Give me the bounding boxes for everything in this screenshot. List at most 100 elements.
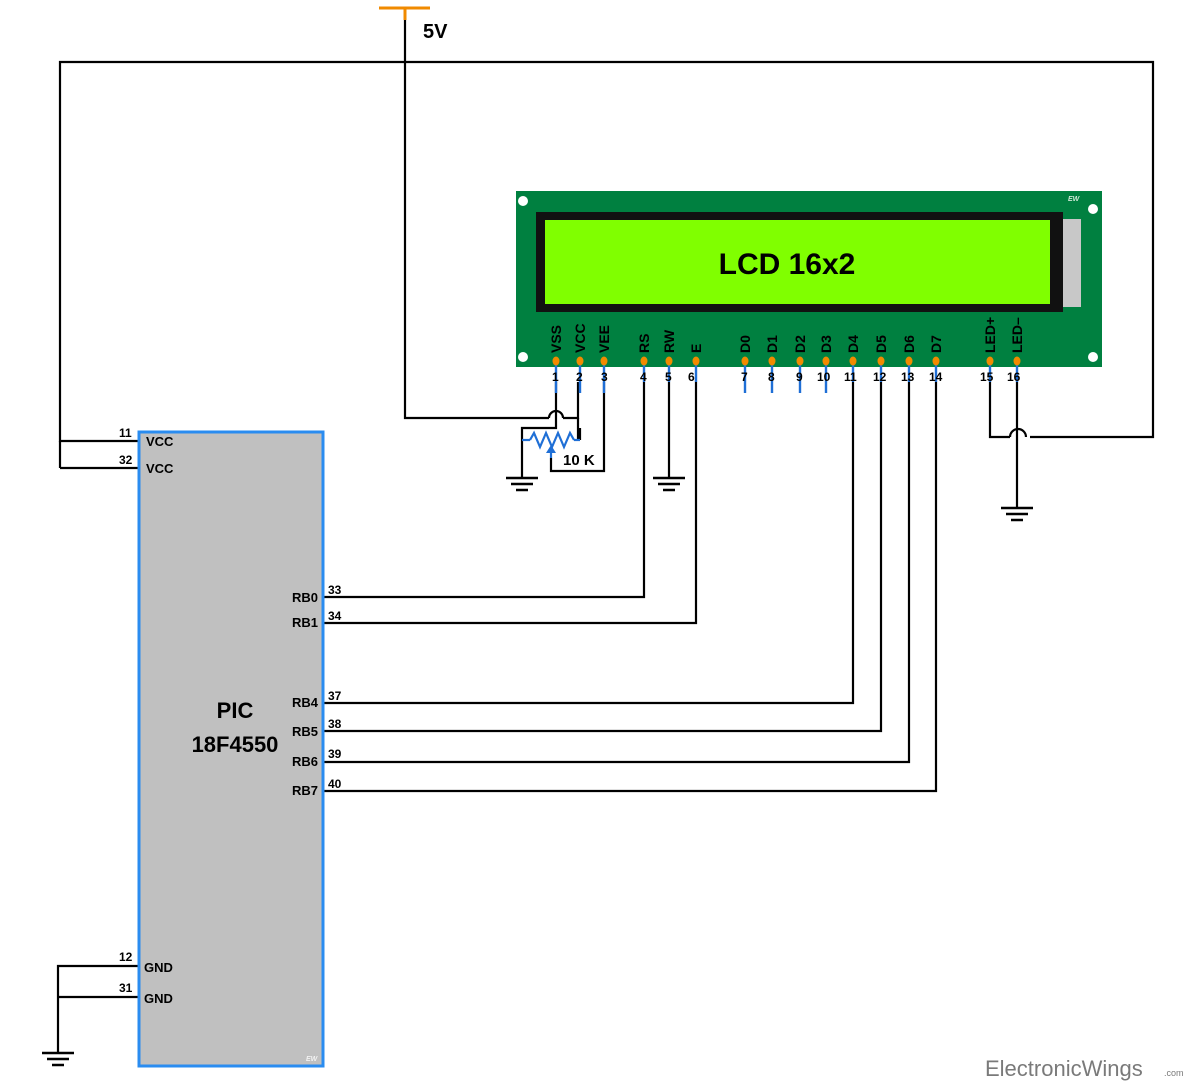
lcd-pin-name: D4 bbox=[845, 335, 861, 353]
lcd-pin-tip bbox=[796, 356, 804, 366]
lcd-pin-number: 14 bbox=[929, 370, 943, 384]
wires bbox=[56, 20, 1155, 1053]
lcd-pin-number: 11 bbox=[844, 370, 857, 384]
lcd-pin-tip bbox=[932, 356, 940, 366]
lcd-pin-name: LED+ bbox=[982, 317, 998, 353]
lcd-pin-name: RS bbox=[636, 334, 652, 353]
wire-top-rail bbox=[58, 60, 1155, 443]
lcd-pin-name: E bbox=[688, 344, 704, 353]
lcd-module: EW LCD 16x2 VSS1VCC2VEE3RS4RW5E6D07D18D2… bbox=[516, 191, 1102, 393]
lcd-pin-tip bbox=[768, 356, 776, 366]
pot-resistor-icon bbox=[529, 430, 575, 450]
lcd-pin-tip bbox=[905, 356, 913, 366]
mcu-pin-name: GND bbox=[144, 960, 173, 975]
mcu-pin-number: 39 bbox=[328, 747, 342, 761]
mcu-pin-number: 40 bbox=[328, 777, 342, 791]
wire-gnd12 bbox=[56, 964, 139, 1053]
ground-icon bbox=[653, 476, 685, 492]
5v-supply: 5V bbox=[379, 6, 448, 43]
potentiometer: 10 K bbox=[522, 430, 595, 469]
lcd-pin-name: D6 bbox=[901, 335, 917, 353]
lcd-pin-tip bbox=[576, 356, 584, 366]
wire-vcc-pin bbox=[563, 382, 580, 420]
lcd-screen bbox=[545, 220, 1050, 304]
lcd-pin-number: 8 bbox=[768, 370, 775, 384]
supply-label: 5V bbox=[423, 21, 448, 43]
lcd-pin-tip bbox=[692, 356, 700, 366]
lcd-pin-name: D5 bbox=[873, 335, 889, 353]
wire-vee bbox=[549, 382, 606, 473]
lcd-pin-number: 1 bbox=[552, 370, 559, 384]
lcd-pin-number: 13 bbox=[901, 370, 915, 384]
wire-d6-rb6 bbox=[322, 382, 911, 764]
lcd-pin-number: 3 bbox=[601, 370, 608, 384]
lcd-title: LCD 16x2 bbox=[719, 248, 856, 281]
ground-symbols bbox=[42, 476, 1033, 1067]
mcu-pin-name: RB0 bbox=[292, 590, 318, 605]
mcu-badge: EW bbox=[306, 1056, 319, 1063]
ground-icon bbox=[42, 1051, 74, 1067]
lcd-pin-name: LED– bbox=[1009, 317, 1025, 353]
lcd-pins: VSS 1 VCC 2 VEE 3 RS 4 RW 5 E 6 D0 7 D1 8 D2 9 D3 10 D4 11 D5 1… bbox=[548, 317, 1025, 393]
ground-icon bbox=[506, 476, 538, 492]
lcd-pin-name: VSS bbox=[548, 325, 564, 353]
lcd-pin-tip bbox=[741, 356, 749, 366]
lcd-pin-name: D1 bbox=[764, 335, 780, 353]
wire-d4-rb4 bbox=[322, 382, 855, 705]
lcd-pin-name: D3 bbox=[818, 335, 834, 353]
mcu-pin-number: 12 bbox=[119, 950, 133, 964]
mcu-pin-name: RB5 bbox=[292, 724, 318, 739]
mcu-pin-name: GND bbox=[144, 991, 173, 1006]
lcd-pin-tip bbox=[1013, 356, 1021, 366]
lcd-pin-number: 6 bbox=[688, 370, 695, 384]
lcd-pin-tip bbox=[877, 356, 885, 366]
mcu-name-line2: 18F4550 bbox=[192, 732, 279, 757]
ground-icon bbox=[1001, 506, 1033, 522]
lcd-mount-hole bbox=[1088, 352, 1098, 362]
pic-mcu: PIC 18F4550 EW 11 VCC 32 VCC RB0 33 RB1 … bbox=[119, 426, 342, 1068]
wire-d7-rb7 bbox=[322, 382, 938, 793]
lcd-pin-name: D0 bbox=[737, 335, 753, 353]
wire-led-plus bbox=[988, 382, 1010, 439]
wire-5v-to-vcc bbox=[403, 20, 549, 420]
lcd-pin-tip bbox=[822, 356, 830, 366]
lcd-pin-number: 5 bbox=[665, 370, 672, 384]
wire-rs-rb0 bbox=[322, 382, 646, 599]
mcu-name-line1: PIC bbox=[217, 698, 254, 723]
mcu-pin-name: RB4 bbox=[292, 695, 319, 710]
lcd-pin-number: 9 bbox=[796, 370, 803, 384]
watermark-brand: ElectronicWings bbox=[985, 1056, 1143, 1081]
mcu-pin-name: VCC bbox=[146, 461, 174, 476]
mcu-pin-name: RB6 bbox=[292, 754, 318, 769]
pot-label: 10 K bbox=[563, 452, 595, 469]
lcd-pin-tip bbox=[665, 356, 673, 366]
lcd-pin-name: RW bbox=[661, 329, 677, 353]
mcu-pin-number: 31 bbox=[119, 981, 133, 995]
lcd-pin-name: D2 bbox=[792, 335, 808, 353]
lcd-pin-number: 2 bbox=[576, 370, 583, 384]
lcd-pin-tip bbox=[600, 356, 608, 366]
lcd-mount-hole bbox=[1088, 204, 1098, 214]
lcd-pin-number: 10 bbox=[817, 370, 831, 384]
lcd-pin-tip bbox=[640, 356, 648, 366]
wire-e-rb1 bbox=[322, 382, 698, 625]
wire-d5-rb5 bbox=[322, 382, 883, 733]
lcd-pin-number: 7 bbox=[741, 370, 748, 384]
mcu-pin-number: 32 bbox=[119, 453, 133, 467]
mcu-pin-name: VCC bbox=[146, 434, 174, 449]
lcd-pin-number: 4 bbox=[640, 370, 647, 384]
lcd-pin-name: VEE bbox=[596, 325, 612, 353]
lcd-pin-tip bbox=[552, 356, 560, 366]
lcd-mount-hole bbox=[518, 352, 528, 362]
mcu-pin-number: 34 bbox=[328, 609, 342, 623]
lcd-pin-number: 12 bbox=[873, 370, 887, 384]
lcd-pin-tip bbox=[986, 356, 994, 366]
mcu-pin-number: 11 bbox=[119, 426, 132, 440]
lcd-pin-number: 16 bbox=[1007, 370, 1021, 384]
watermark-suffix: .com bbox=[1164, 1068, 1184, 1078]
mcu-pin-number: 37 bbox=[328, 689, 342, 703]
wire-vss bbox=[520, 382, 558, 478]
mcu-body bbox=[137, 430, 325, 1068]
mcu-pin-name: RB7 bbox=[292, 783, 318, 798]
lcd-pin-name: VCC bbox=[572, 323, 588, 353]
